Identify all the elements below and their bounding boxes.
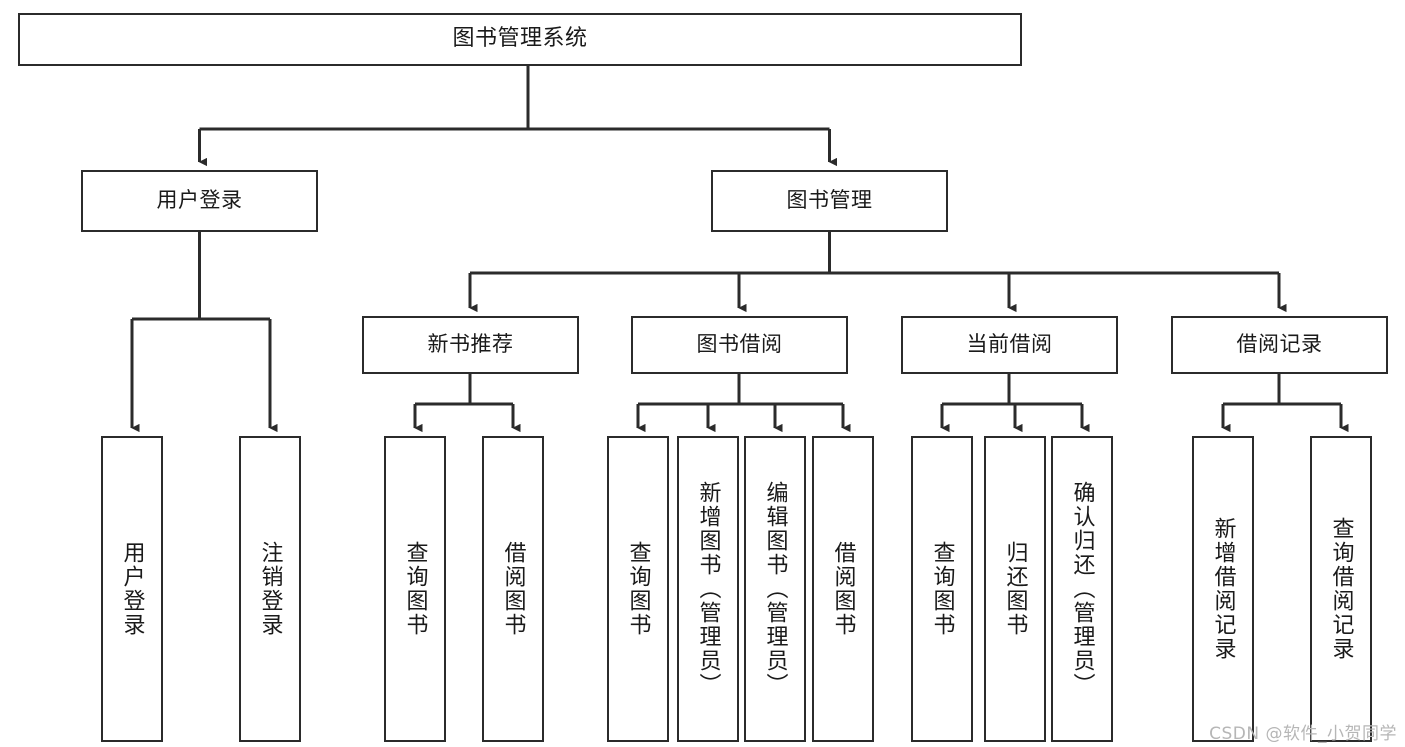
- node-leaf-edit-book-label: 编辑图书（管理员）: [762, 481, 788, 697]
- node-leaf-query-borrow-record[interactable]: 查询借阅记录: [1310, 436, 1372, 742]
- node-leaf-logout-login[interactable]: 注销登录: [239, 436, 301, 742]
- node-leaf-borrow-book-1[interactable]: 借阅图书: [482, 436, 544, 742]
- node-leaf-query-book-3-label: 查询图书: [929, 541, 955, 637]
- node-leaf-query-book-3[interactable]: 查询图书: [911, 436, 973, 742]
- node-leaf-add-book[interactable]: 新增图书（管理员）: [677, 436, 739, 742]
- node-leaf-user-login[interactable]: 用户登录: [101, 436, 163, 742]
- node-leaf-query-book-2[interactable]: 查询图书: [607, 436, 669, 742]
- node-leaf-query-book-2-label: 查询图书: [625, 541, 651, 637]
- node-book-borrow[interactable]: 图书借阅: [631, 316, 848, 374]
- node-leaf-user-login-label: 用户登录: [119, 541, 145, 637]
- node-borrow-record[interactable]: 借阅记录: [1171, 316, 1388, 374]
- node-leaf-logout-login-label: 注销登录: [257, 541, 283, 637]
- node-leaf-add-borrow-record-label: 新增借阅记录: [1210, 517, 1236, 661]
- node-leaf-confirm-return-label: 确认归还（管理员）: [1069, 481, 1095, 697]
- node-leaf-return-book[interactable]: 归还图书: [984, 436, 1046, 742]
- node-leaf-borrow-book-1-label: 借阅图书: [500, 541, 526, 637]
- node-leaf-query-borrow-record-label: 查询借阅记录: [1328, 517, 1354, 661]
- node-new-book-recommend[interactable]: 新书推荐: [362, 316, 579, 374]
- node-leaf-query-book-1[interactable]: 查询图书: [384, 436, 446, 742]
- node-system-title-label: 图书管理系统: [452, 26, 588, 52]
- node-new-book-recommend-label: 新书推荐: [427, 332, 514, 357]
- node-system-title[interactable]: 图书管理系统: [18, 13, 1022, 66]
- node-leaf-borrow-book-2[interactable]: 借阅图书: [812, 436, 874, 742]
- node-leaf-return-book-label: 归还图书: [1002, 541, 1028, 637]
- node-user-login[interactable]: 用户登录: [81, 170, 318, 232]
- node-leaf-confirm-return[interactable]: 确认归还（管理员）: [1051, 436, 1113, 742]
- node-current-borrow[interactable]: 当前借阅: [901, 316, 1118, 374]
- node-leaf-add-borrow-record[interactable]: 新增借阅记录: [1192, 436, 1254, 742]
- node-borrow-record-label: 借阅记录: [1236, 332, 1323, 357]
- node-user-login-label: 用户登录: [156, 188, 243, 213]
- node-leaf-borrow-book-2-label: 借阅图书: [830, 541, 856, 637]
- node-book-management[interactable]: 图书管理: [711, 170, 948, 232]
- node-book-management-label: 图书管理: [786, 188, 873, 213]
- node-book-borrow-label: 图书借阅: [696, 332, 783, 357]
- node-current-borrow-label: 当前借阅: [966, 332, 1053, 357]
- node-leaf-add-book-label: 新增图书（管理员）: [695, 481, 721, 697]
- node-leaf-edit-book[interactable]: 编辑图书（管理员）: [744, 436, 806, 742]
- node-leaf-query-book-1-label: 查询图书: [402, 541, 428, 637]
